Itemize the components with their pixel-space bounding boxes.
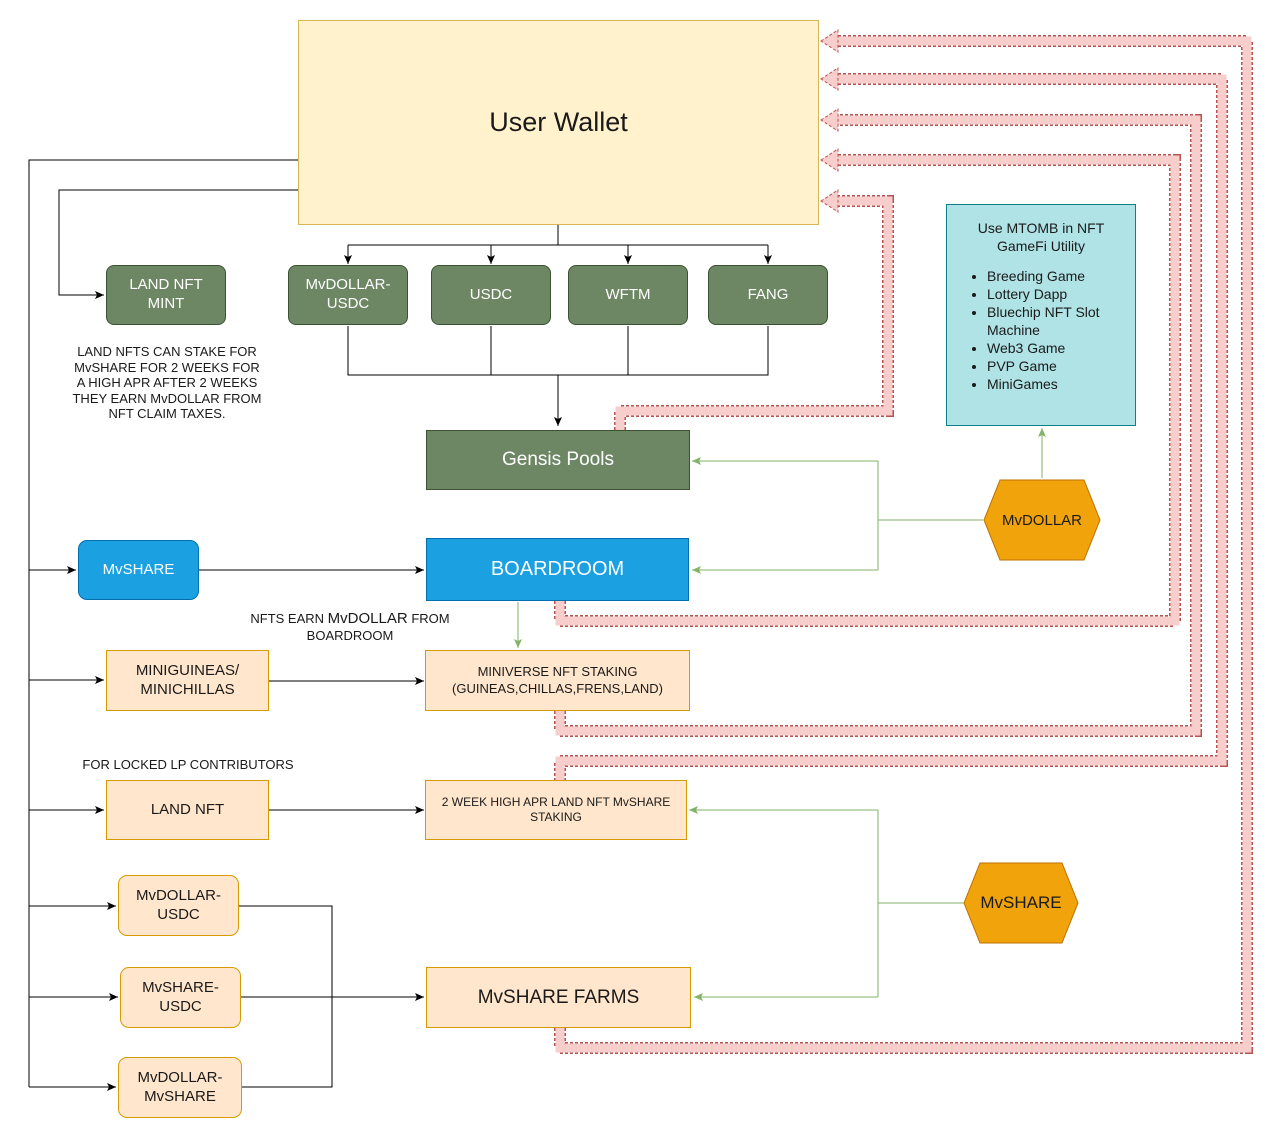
green-connectors	[514, 428, 1046, 1001]
return-arrow-land-staking	[554, 67, 1228, 781]
mvshare-token-node[interactable]: MvSHARE	[78, 540, 199, 600]
nfts-earn-from: FROM BOARDROOM	[306, 611, 450, 643]
return-arrows	[554, 29, 1253, 1054]
land-nft-note: LAND NFTS CAN STAKE FOR MvSHARE FOR 2 WE…	[72, 344, 262, 422]
nfts-earn-text: NFTS EARN	[250, 611, 325, 626]
tokens-merge-connector	[347, 326, 769, 376]
miniguineas-node[interactable]: MINIGUINEAS/ MINICHILLAS	[106, 650, 269, 711]
mvdollar-usdc-token-node[interactable]: MvDOLLAR-USDC	[288, 265, 408, 325]
fang-token-node[interactable]: FANG	[708, 265, 828, 325]
utility-item: PVP Game	[987, 357, 1125, 375]
usdc-token-node[interactable]: USDC	[431, 265, 551, 325]
black-connectors	[28, 159, 772, 1091]
locked-lp-note: FOR LOCKED LP CONTRIBUTORS	[82, 757, 294, 772]
user-wallet-node[interactable]: User Wallet	[298, 20, 819, 225]
utility-item: Bluechip NFT Slot Machine	[987, 303, 1125, 339]
utility-title: Use MTOMB in NFT GameFi Utility	[977, 220, 1105, 255]
wftm-token-node[interactable]: WFTM	[568, 265, 688, 325]
utility-list: Breeding Game Lottery Dapp Bluechip NFT …	[957, 267, 1125, 393]
arrow-wallet-to-land-mint	[58, 189, 298, 299]
utility-item: Breeding Game	[987, 267, 1125, 285]
utility-item: Lottery Dapp	[987, 285, 1125, 303]
gensis-pools-node[interactable]: Gensis Pools	[426, 430, 690, 490]
mvshare-hex-label: MvSHARE	[980, 893, 1062, 912]
mvshare-usdc-farm-node[interactable]: MvSHARE-USDC	[120, 967, 241, 1028]
wallet-to-tokens-connector	[348, 225, 768, 246]
return-arrow-gensis	[614, 189, 894, 430]
land-nft-staking-node[interactable]: 2 WEEK HIGH APR LAND NFT MvSHARE STAKING	[425, 780, 687, 840]
gamefi-utility-box: Use MTOMB in NFT GameFi Utility Breeding…	[946, 204, 1136, 426]
left-trunk-line	[28, 159, 298, 1087]
utility-item: MiniGames	[987, 375, 1125, 393]
mvshare-branch-line	[877, 810, 965, 997]
mvdollar-hexagon	[983, 479, 1101, 561]
land-nft-mint-node[interactable]: LAND NFT MINT	[106, 265, 226, 325]
mvdollar-usdc-farm-node[interactable]: MvDOLLAR-USDC	[118, 875, 239, 936]
utility-item: Web3 Game	[987, 339, 1125, 357]
mvshare-hexagon	[963, 862, 1079, 944]
mvdollar-branch-line	[877, 461, 983, 570]
farms-bracket	[239, 905, 333, 1088]
return-arrow-boardroom	[554, 148, 1181, 627]
land-nft-node[interactable]: LAND NFT	[106, 780, 269, 840]
mvdollar-hex-label: MvDOLLAR	[1001, 511, 1083, 529]
mvshare-farms-node[interactable]: MvSHARE FARMS	[426, 967, 691, 1028]
nfts-earn-note: NFTS EARN MvDOLLAR FROM BOARDROOM	[232, 610, 468, 644]
boardroom-node[interactable]: BOARDROOM	[426, 538, 689, 601]
miniverse-staking-node[interactable]: MINIVERSE NFT STAKING (GUINEAS,CHILLAS,F…	[425, 650, 690, 711]
nfts-earn-mvdollar: MvDOLLAR	[327, 610, 408, 627]
return-arrow-farms	[554, 29, 1253, 1054]
mvdollar-mvshare-farm-node[interactable]: MvDOLLAR-MvSHARE	[118, 1057, 242, 1118]
return-arrow-miniverse	[554, 108, 1202, 737]
